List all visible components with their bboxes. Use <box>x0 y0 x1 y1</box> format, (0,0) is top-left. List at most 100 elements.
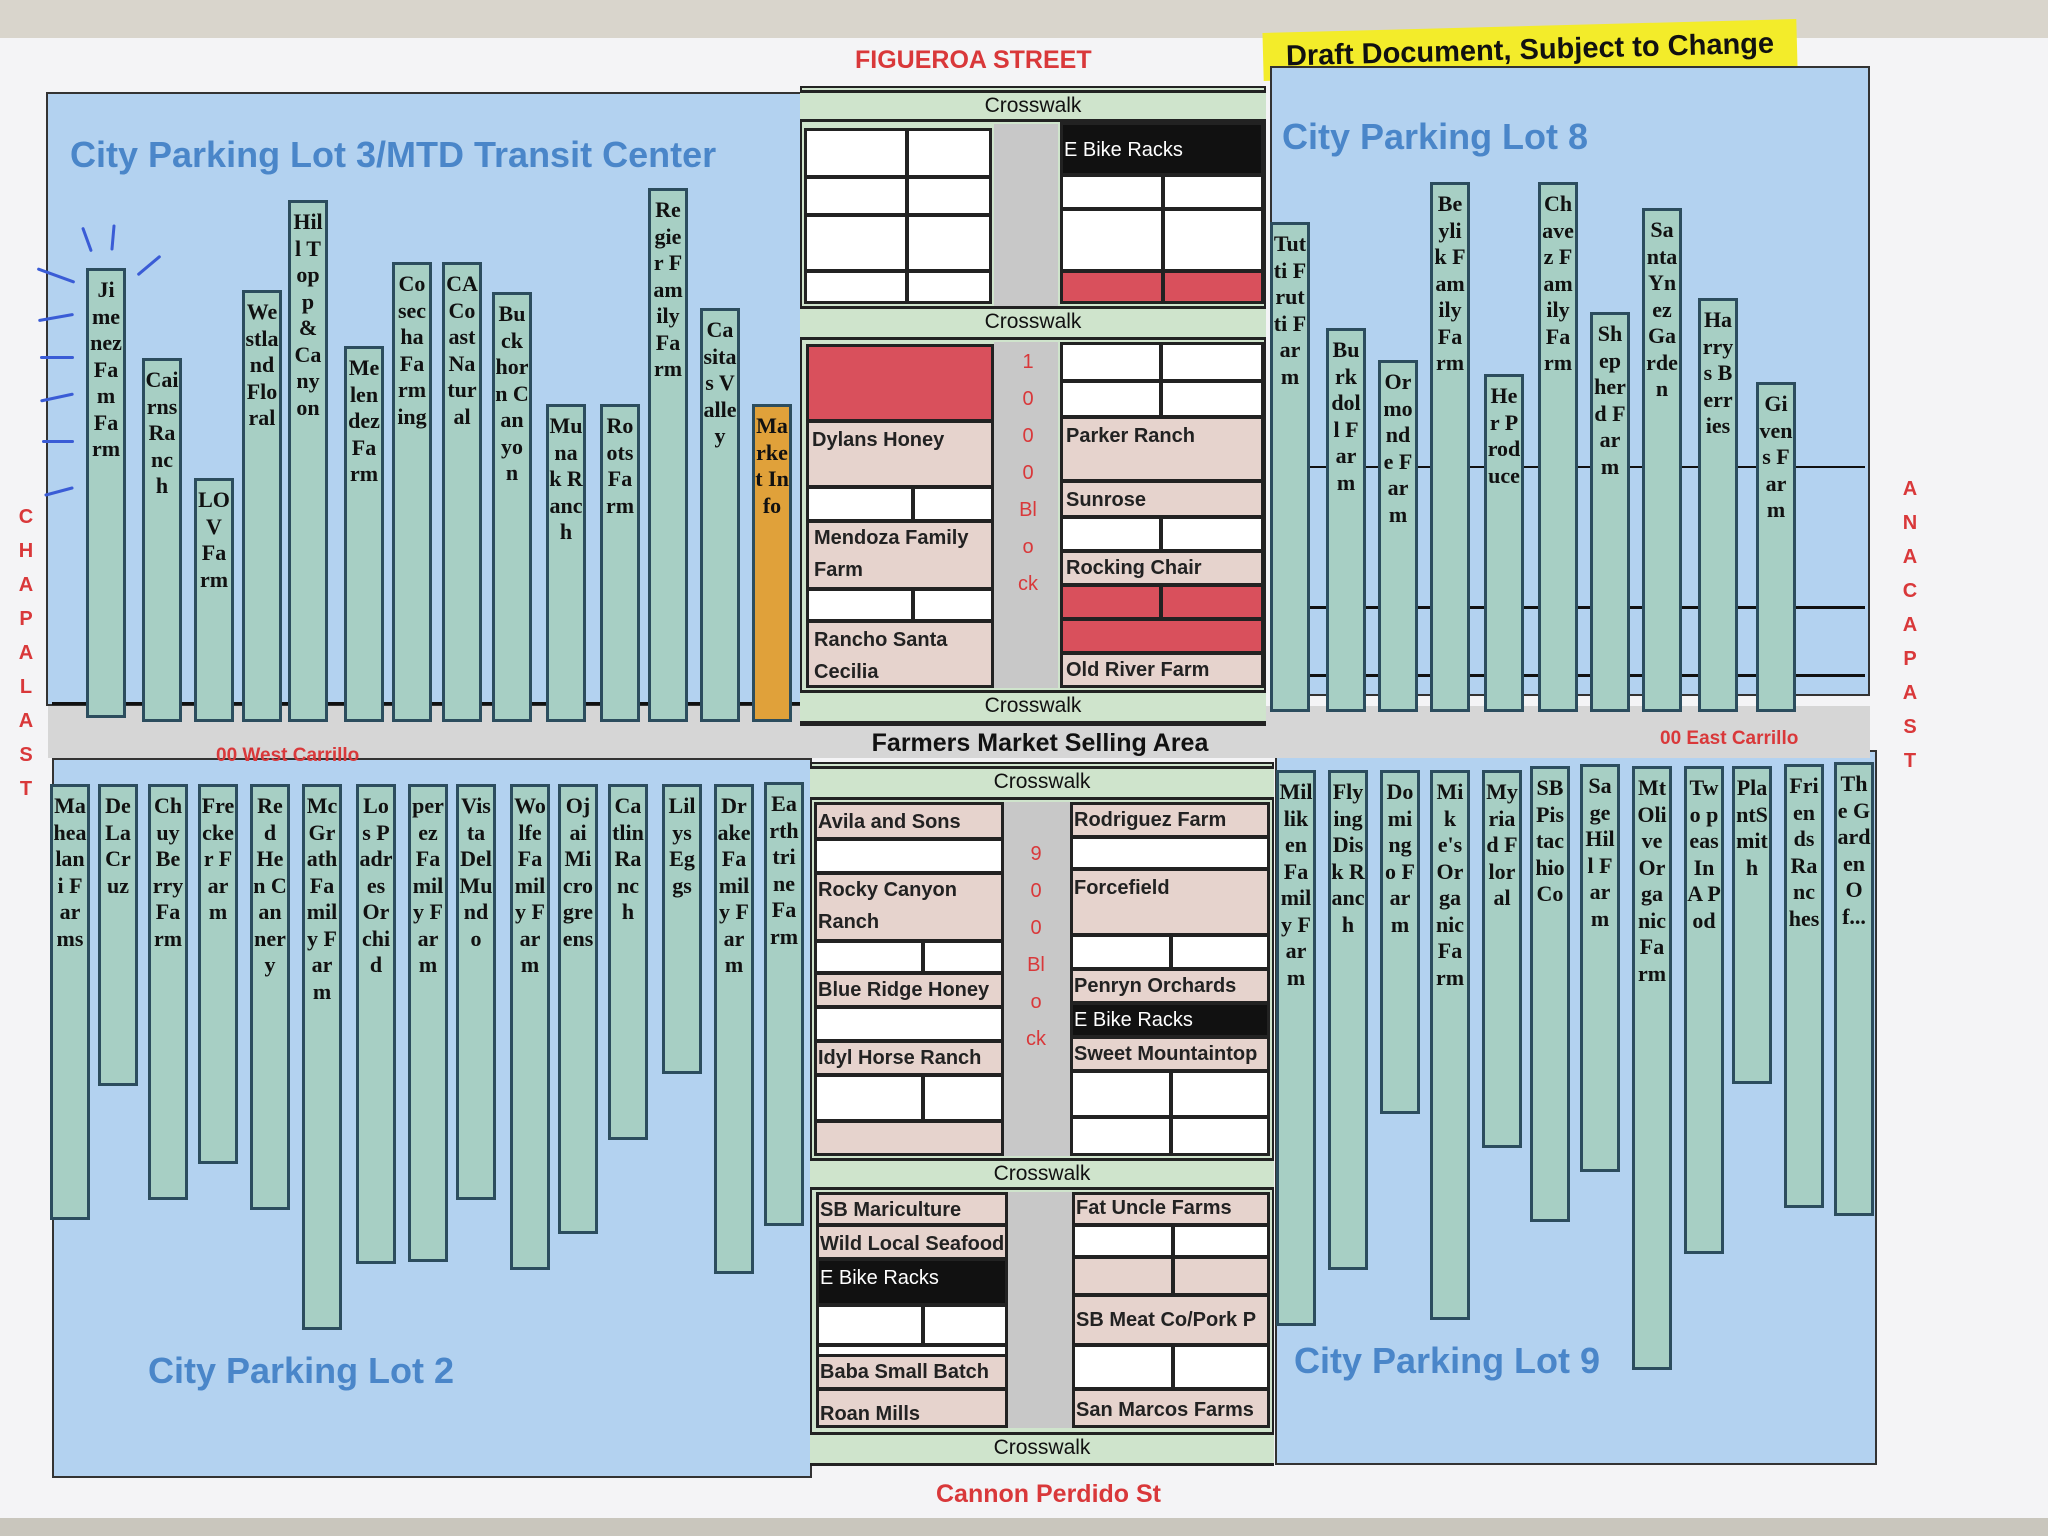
stall-assigned[interactable] <box>816 1388 1008 1428</box>
stall-empty[interactable] <box>1072 1344 1174 1390</box>
stall-reserved[interactable] <box>1060 618 1264 654</box>
vendor-stall[interactable]: Mt Olive Organic Farm <box>1632 766 1672 1370</box>
vendor-stall[interactable]: Friends Ranches <box>1784 764 1824 1208</box>
stall-empty[interactable] <box>1060 174 1164 210</box>
vendor-stall[interactable]: Mike's Organic Farm <box>1430 770 1470 1320</box>
stall-assigned[interactable] <box>806 620 994 688</box>
vendor-stall[interactable]: Drake Family Farm <box>714 784 754 1274</box>
stall-reserved[interactable] <box>1160 584 1264 620</box>
stall-empty[interactable] <box>1170 934 1270 970</box>
vendor-stall[interactable]: Domingo Farm <box>1380 770 1420 1114</box>
vendor-stall[interactable]: Regier Family Farm <box>648 188 688 722</box>
vendor-stall[interactable]: PlantSmith <box>1732 766 1772 1084</box>
vendor-stall[interactable]: Givens Farm <box>1756 382 1796 712</box>
stall-empty[interactable] <box>816 1304 924 1346</box>
stall-reserved[interactable] <box>806 344 994 422</box>
vendor-stall[interactable]: Jimenez Fam Farm <box>86 268 126 718</box>
vendor-stall[interactable]: Chuy Berry Farm <box>148 784 188 1200</box>
vendor-stall[interactable]: Casitas Valley <box>700 308 740 722</box>
stall-assigned[interactable] <box>1072 1388 1270 1428</box>
vendor-stall[interactable]: De La Cruz <box>98 784 138 1086</box>
vendor-stall[interactable]: Lilys Eggs <box>662 784 702 1074</box>
stall-empty[interactable] <box>906 176 992 216</box>
stall-empty[interactable] <box>906 214 992 272</box>
vendor-stall[interactable]: Ormonde Farm <box>1378 360 1418 712</box>
vendor-stall[interactable]: Vista Del Mundo <box>456 784 496 1200</box>
vendor-stall[interactable]: SB Pistachio Co <box>1530 766 1570 1222</box>
vendor-stall[interactable]: Los Padres Orchid <box>356 784 396 1264</box>
vendor-stall[interactable]: Red Hen Cannery <box>250 784 290 1210</box>
stall-empty[interactable] <box>804 128 908 178</box>
vendor-stall[interactable]: Milliken Family Farm <box>1276 770 1316 1326</box>
stall-empty[interactable] <box>1160 342 1264 382</box>
vendor-stall[interactable]: Tutti Frutti Farm <box>1270 222 1310 712</box>
vendor-stall[interactable]: Chavez Family Farm <box>1538 182 1578 712</box>
vendor-stall[interactable]: Santa Ynez Garden <box>1642 208 1682 712</box>
stall-empty[interactable] <box>1170 1116 1270 1156</box>
stall-empty[interactable] <box>1172 1224 1270 1258</box>
stall-empty[interactable] <box>804 214 908 272</box>
stall-empty[interactable] <box>922 1304 1008 1346</box>
vendor-stall[interactable]: Hill Topp & Canyon <box>288 200 328 722</box>
vendor-stall[interactable]: LOV Farm <box>194 478 234 722</box>
stall-empty[interactable] <box>912 486 994 522</box>
vendor-stall[interactable]: Two peas In A Pod <box>1684 766 1724 1254</box>
vendor-stall[interactable]: The Garden Of... <box>1834 762 1874 1216</box>
stall-assigned[interactable] <box>1060 416 1264 482</box>
vendor-stall[interactable]: Her Produce <box>1484 374 1524 712</box>
vendor-stall[interactable]: Harrys Berries <box>1698 298 1738 712</box>
stall-empty[interactable] <box>1070 1116 1172 1156</box>
stall-empty[interactable] <box>814 1006 1004 1042</box>
stall-empty[interactable] <box>1060 342 1162 382</box>
vendor-stall[interactable]: CA Coast Natural <box>442 262 482 722</box>
vendor-stall[interactable]: Roots Farm <box>600 404 640 722</box>
stall-assigned[interactable] <box>1060 652 1264 688</box>
stall-assigned[interactable] <box>1070 868 1270 936</box>
vendor-stall[interactable]: Myriad Floral <box>1482 770 1522 1148</box>
stall-assigned[interactable] <box>1070 968 1270 1004</box>
vendor-stall[interactable]: Westland Floral <box>242 290 282 722</box>
stall-empty[interactable] <box>1160 516 1264 552</box>
vendor-stall[interactable]: Cosecha Farming <box>392 262 432 722</box>
stall-assigned[interactable] <box>816 1354 1008 1390</box>
stall-assigned[interactable] <box>814 1120 1004 1156</box>
vendor-stall[interactable]: perez Family Farm <box>408 784 448 1262</box>
stall-empty[interactable] <box>1162 208 1264 272</box>
stall-reserved[interactable] <box>1060 584 1162 620</box>
stall-empty[interactable] <box>1070 934 1172 970</box>
vendor-stall[interactable]: Catlin Ranch <box>608 784 648 1140</box>
stall-empty[interactable] <box>1060 208 1164 272</box>
stall-empty[interactable] <box>814 940 924 974</box>
stall-assigned[interactable] <box>1072 1256 1174 1296</box>
stall-assigned[interactable] <box>1172 1256 1270 1296</box>
vendor-stall[interactable]: Buckhorn Canyon <box>492 292 532 722</box>
stall-empty[interactable] <box>1160 380 1264 418</box>
stall-empty[interactable] <box>1060 516 1162 552</box>
stall-empty[interactable] <box>912 588 994 622</box>
stall-empty[interactable] <box>1172 1344 1270 1390</box>
vendor-stall[interactable]: Wolfe Family Farm <box>510 784 550 1270</box>
stall-empty[interactable] <box>806 588 914 622</box>
stall-empty[interactable] <box>906 270 992 304</box>
stall-empty[interactable] <box>1162 174 1264 210</box>
stall-empty[interactable] <box>1170 1070 1270 1118</box>
stall-assigned[interactable] <box>1072 1294 1270 1346</box>
vendor-stall[interactable]: McGrath Family Farm <box>302 784 342 1330</box>
stall-assigned[interactable] <box>814 1040 1004 1076</box>
stall-empty[interactable] <box>804 270 908 304</box>
stall-empty[interactable] <box>906 128 992 178</box>
vendor-stall[interactable]: Earthtrine Farm <box>764 782 804 1226</box>
stall-assigned[interactable] <box>814 802 1004 840</box>
vendor-stall[interactable]: Frecker Farm <box>198 784 238 1164</box>
stall-empty[interactable] <box>1060 380 1162 418</box>
market-info-booth[interactable]: Market Info <box>752 404 792 722</box>
stall-empty[interactable] <box>922 1074 1004 1122</box>
vendor-stall[interactable]: Beylik Family Farm <box>1430 182 1470 712</box>
vendor-stall[interactable]: Munak Ranch <box>546 404 586 722</box>
vendor-stall[interactable]: Sage Hill Farm <box>1580 764 1620 1172</box>
vendor-stall[interactable]: Burkdoll Farm <box>1326 328 1366 712</box>
vendor-stall[interactable]: Cairns Ranch <box>142 358 182 722</box>
vendor-stall[interactable]: Mahealani Farms <box>50 784 90 1220</box>
stall-empty[interactable] <box>806 486 914 522</box>
vendor-stall[interactable]: Shepherd Farm <box>1590 312 1630 712</box>
